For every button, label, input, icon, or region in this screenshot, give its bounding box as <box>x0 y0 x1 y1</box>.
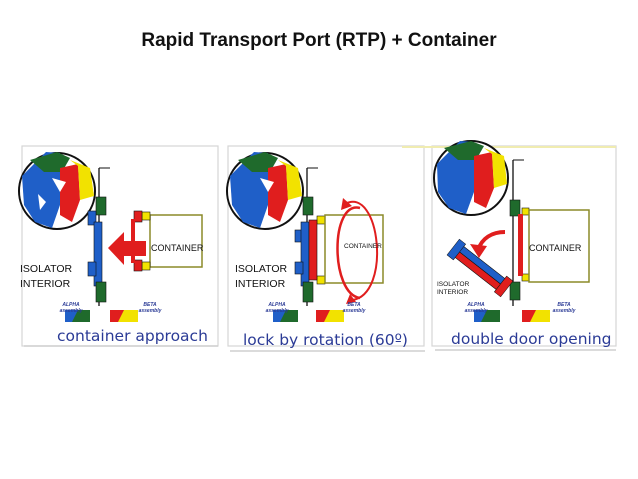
legend-title: BETA <box>557 302 571 308</box>
legend-swatches-1 <box>65 310 138 322</box>
alpha-legend-3: ALPHA assembly <box>461 302 491 314</box>
panel-caption-1: container approach <box>57 327 208 345</box>
legend-subtitle: assembly <box>59 307 83 314</box>
legend-title: BETA <box>143 302 157 308</box>
container-label-2: CONTAINER <box>344 243 382 250</box>
panel-2-art <box>226 152 384 306</box>
isolator-label-line: ISOLATOR <box>20 263 73 275</box>
alpha-legend-1: ALPHA assembly <box>56 302 86 314</box>
beta-legend-2: BETA assembly <box>341 302 367 314</box>
beta-legend-3: BETA assembly <box>551 302 577 314</box>
isolator-label-line: INTERIOR <box>437 289 469 296</box>
legend-subtitle: assembly <box>464 307 488 314</box>
legend-title: ALPHA <box>62 302 80 308</box>
legend-subtitle: assembly <box>342 307 366 314</box>
legend-swatches-2 <box>273 310 344 322</box>
legend-subtitle: assembly <box>138 307 162 314</box>
isolator-label-line: INTERIOR <box>20 278 71 290</box>
legend-title: BETA <box>347 302 361 308</box>
container-label-3: CONTAINER <box>529 243 582 253</box>
isolator-interior-label-1: ISOLATOR INTERIOR <box>20 262 72 292</box>
detail-circle-3 <box>433 140 509 216</box>
isolator-label-line: INTERIOR <box>235 278 286 290</box>
detail-circle-1 <box>18 152 96 230</box>
panel-caption-3: double door opening <box>451 330 612 348</box>
legend-swatches-3 <box>474 310 550 322</box>
beta-legend-1: BETA assembly <box>137 302 163 314</box>
detail-circle-2 <box>226 152 304 230</box>
isolator-label-line: ISOLATOR <box>437 281 470 288</box>
panel-1-art <box>18 152 203 306</box>
container-label-1: CONTAINER <box>151 243 204 253</box>
caption-underlines <box>24 345 616 352</box>
legend-title: ALPHA <box>268 302 286 308</box>
isolator-label-line: ISOLATOR <box>235 263 288 275</box>
legend-subtitle: assembly <box>265 307 289 314</box>
panel-caption-2: lock by rotation (60º) <box>243 331 408 349</box>
panel-3-art <box>433 140 590 306</box>
legend-title: ALPHA <box>467 302 485 308</box>
isolator-interior-label-3: ISOLATOR INTERIOR <box>437 281 469 297</box>
alpha-legend-2: ALPHA assembly <box>262 302 292 314</box>
legend-subtitle: assembly <box>552 307 576 314</box>
isolator-interior-label-2: ISOLATOR INTERIOR <box>235 262 287 292</box>
page-title: Rapid Transport Port (RTP) + Container <box>141 30 497 51</box>
